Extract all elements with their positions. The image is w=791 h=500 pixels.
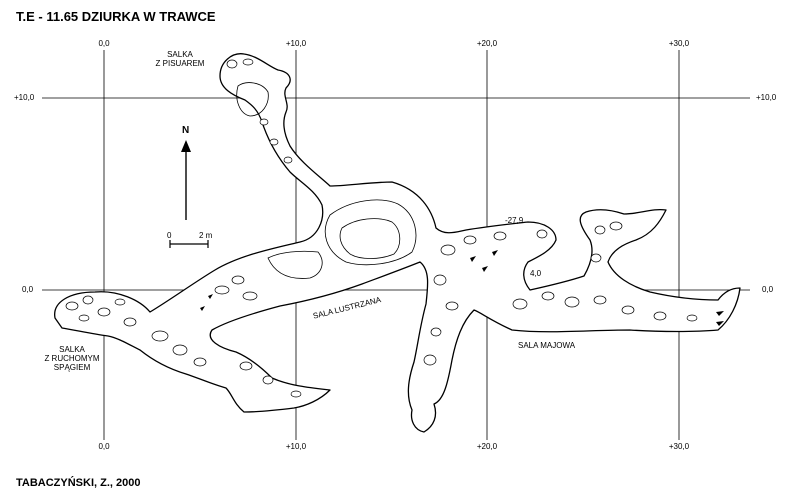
grid-label-y-left-0: 0,0 — [22, 285, 34, 294]
boulder — [564, 296, 580, 308]
boulder — [172, 344, 188, 356]
slope-mark — [208, 294, 213, 299]
boulder — [97, 307, 111, 317]
spot-height-label: -27,9 — [505, 216, 524, 225]
map-credit: TABACZYŃSKI, Z., 2000 — [16, 477, 141, 489]
map-title: T.E - 11.65 DZIURKA W TRAWCE — [16, 9, 216, 24]
north-label: N — [182, 125, 190, 136]
boulder — [621, 305, 635, 315]
boulder — [239, 361, 253, 371]
interior-features — [236, 82, 417, 279]
room-label-salka-z-ruchomym-spagiem: SALKA Z RUCHOMYM SPĄGIEM — [44, 345, 99, 373]
room-label-line: SALKA — [59, 345, 85, 354]
spot-height-label: 4,0 — [530, 269, 542, 278]
slope-mark — [200, 306, 205, 311]
boulder — [193, 357, 207, 367]
boulder — [214, 285, 230, 295]
slope-mark — [482, 266, 488, 272]
boulder — [423, 354, 437, 366]
floor-contour-1 — [324, 199, 417, 266]
boulder — [65, 301, 79, 311]
floor-contour-3 — [267, 250, 323, 279]
boulder — [123, 317, 137, 327]
boulder — [493, 231, 507, 241]
boulder — [445, 301, 459, 311]
boulder — [290, 390, 302, 398]
boulder — [463, 235, 477, 245]
boulder — [114, 298, 126, 306]
boulder — [433, 274, 447, 286]
grid-label-y-left-10: +10,0 — [14, 93, 35, 102]
grid-label-x-bottom-0: 0,0 — [98, 442, 110, 451]
grid-label-x-top-20: +20,0 — [476, 39, 498, 48]
boulder — [512, 298, 528, 310]
pisuar-pool — [236, 82, 269, 117]
boulder — [536, 229, 548, 239]
boulder — [82, 295, 94, 305]
boulder — [590, 253, 602, 263]
cave-outline — [54, 53, 741, 433]
boulders — [65, 58, 698, 398]
grid-label-x-top-10: +10,0 — [285, 39, 307, 48]
boulder — [430, 327, 442, 337]
room-label-line: SALKA — [167, 50, 193, 59]
grid-label-x-bottom-30: +30,0 — [668, 442, 690, 451]
boulder — [686, 314, 698, 322]
boulder — [440, 244, 456, 256]
boulder — [593, 295, 607, 305]
slope-marks — [200, 250, 724, 326]
grid-label-x-top-30: +30,0 — [668, 39, 690, 48]
boulder — [259, 118, 269, 126]
boulder — [242, 58, 254, 66]
boulder — [541, 291, 555, 301]
boulder — [594, 225, 606, 235]
scale-bar-start-label: 0 — [167, 231, 172, 240]
boulder — [262, 375, 274, 385]
boulder — [78, 314, 90, 322]
scale-bar-end-label: 2 m — [199, 231, 213, 240]
room-label-line: Z PISUAREM — [155, 59, 205, 69]
grid-label-x-top-0: 0,0 — [98, 39, 110, 48]
floor-contour-2 — [339, 218, 401, 259]
boulder — [226, 59, 238, 69]
slope-mark — [492, 250, 498, 256]
north-arrow — [181, 140, 191, 220]
grid-label-x-bottom-20: +20,0 — [476, 442, 498, 451]
grid-label-y-right-10: +10,0 — [756, 93, 777, 102]
boulder — [283, 156, 293, 164]
grid-label-x-bottom-10: +10,0 — [285, 442, 307, 451]
north-arrow-head — [181, 140, 191, 152]
slope-mark — [716, 311, 724, 316]
boulder — [151, 330, 169, 342]
slope-mark — [470, 256, 476, 262]
room-label-sala-majowa: SALA MAJOWA — [518, 341, 576, 350]
passage-main — [54, 53, 741, 433]
boulder — [269, 138, 279, 146]
boulder — [231, 275, 245, 285]
room-label-salka-z-pisuarem: SALKA Z PISUAREM — [156, 50, 205, 68]
room-label-line: Z RUCHOMYM — [44, 354, 100, 364]
boulder — [653, 311, 667, 321]
boulder — [242, 291, 258, 301]
scale-bar — [169, 240, 209, 248]
boulder — [609, 221, 623, 231]
slope-mark — [716, 321, 724, 326]
grid-label-y-right-0: 0,0 — [762, 285, 774, 294]
room-label-line: SPĄGIEM — [53, 363, 91, 373]
